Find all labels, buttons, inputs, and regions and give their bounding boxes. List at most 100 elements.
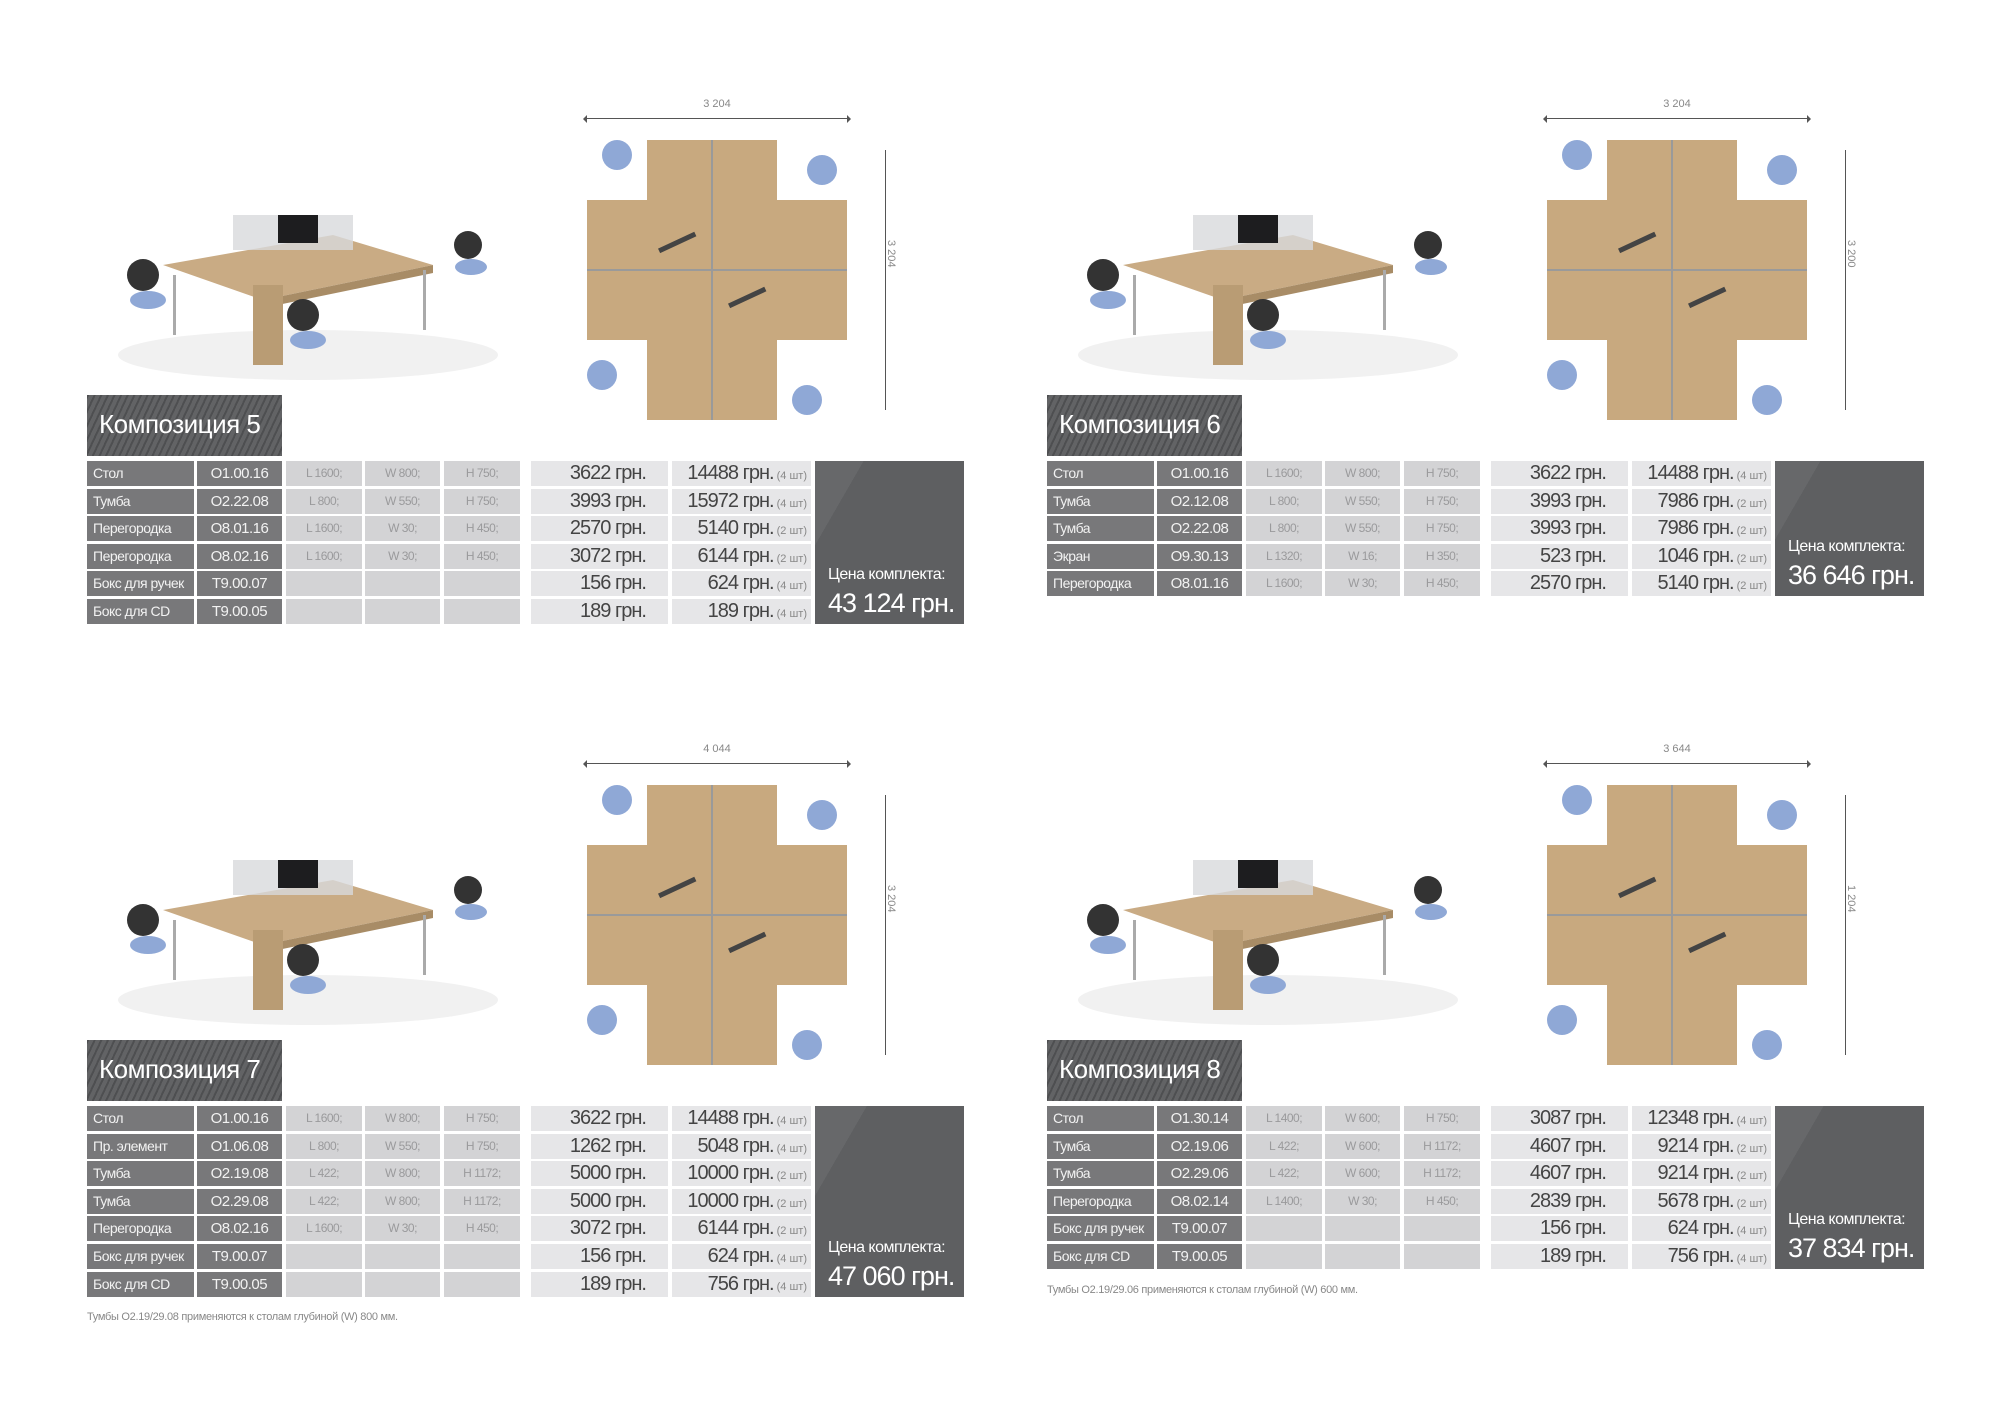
item-height [444, 1271, 520, 1297]
item-height: H 750; [444, 1106, 520, 1131]
composition-title-box: Композиция 8 [1047, 1040, 1242, 1101]
item-quantity: (2 шт) [776, 1197, 807, 1210]
item-unit-price: 156 грн. [531, 1244, 668, 1269]
item-code: O8.02.16 [197, 543, 282, 569]
item-total-price: 624 грн. [707, 572, 775, 595]
item-width: W 800; [365, 1106, 440, 1131]
item-code: O9.30.13 [1157, 543, 1242, 569]
item-quantity: (4 шт) [1736, 1115, 1767, 1127]
item-quantity: (4 шт) [776, 1253, 807, 1265]
item-quantity: (2 шт) [776, 525, 807, 538]
item-total-cell: 10000 грн.(2 шт) [672, 1188, 811, 1214]
dimension-depth-label: 3 204 [885, 885, 897, 913]
set-price-label: Цена комплекта: [828, 1238, 946, 1256]
item-width: W 30; [1325, 571, 1400, 597]
footnote: Тумбы O2.19/29.06 применяются к столам г… [1047, 1283, 1358, 1296]
item-width: W 800; [365, 461, 440, 486]
composition-title: Композиция 6 [1059, 409, 1221, 439]
item-name: Тумба [1047, 516, 1154, 542]
item-height [444, 1244, 520, 1269]
item-width: W 550; [365, 1133, 440, 1159]
item-height: H 1172; [444, 1161, 520, 1187]
item-total-price: 6144 грн. [697, 544, 775, 567]
item-height [1404, 1216, 1480, 1242]
item-code: O1.00.16 [1157, 461, 1242, 486]
item-unit-price: 2570 грн. [1491, 571, 1628, 597]
item-quantity: (4 шт) [776, 1142, 807, 1155]
item-length [1246, 1244, 1322, 1269]
item-total-price: 5678 грн. [1657, 1189, 1735, 1212]
item-total-cell: 12348 грн.(4 шт) [1632, 1106, 1771, 1131]
item-width: W 16; [1325, 543, 1400, 569]
dimension-width-arrow [583, 115, 851, 123]
item-width: W 550; [365, 488, 440, 514]
item-total-price: 15972 грн. [687, 489, 774, 512]
item-total-price: 7986 грн. [1657, 489, 1735, 512]
item-total-cell: 14488 грн.(4 шт) [672, 461, 811, 486]
item-unit-price: 189 грн. [531, 599, 668, 624]
set-price-box: Цена комплекта:47 060 грн. [815, 1106, 964, 1297]
item-name: Стол [1047, 1106, 1154, 1131]
item-name: Пр. элемент [87, 1133, 194, 1159]
item-height: H 450; [444, 543, 520, 569]
item-height: H 750; [1404, 488, 1480, 514]
item-total-cell: 10000 грн.(2 шт) [672, 1161, 811, 1187]
item-quantity: (2 шт) [1736, 1142, 1767, 1155]
item-name: Бокс для CD [1047, 1244, 1154, 1269]
item-height: H 450; [444, 1216, 520, 1242]
item-code: O2.19.06 [1157, 1133, 1242, 1159]
composition-title: Композиция 8 [1059, 1054, 1221, 1084]
item-unit-price: 2839 грн. [1491, 1188, 1628, 1214]
item-width: W 800; [365, 1188, 440, 1214]
set-price-box: Цена комплекта:43 124 грн. [815, 461, 964, 624]
item-height: H 750; [1404, 461, 1480, 486]
item-total-price: 5048 грн. [697, 1134, 775, 1157]
item-quantity: (2 шт) [1736, 1197, 1767, 1210]
item-total-cell: 756 грн.(4 шт) [1632, 1244, 1771, 1269]
item-name: Стол [87, 461, 194, 486]
item-code: O1.06.08 [197, 1133, 282, 1159]
item-length: L 1600; [1246, 461, 1322, 486]
dimension-width-label: 4 044 [703, 743, 731, 755]
item-name: Перегородка [87, 1216, 194, 1242]
item-quantity: (4 шт) [776, 1115, 807, 1127]
item-length: L 1600; [286, 516, 362, 542]
item-total-price: 9214 грн. [1657, 1162, 1735, 1185]
item-width [365, 599, 440, 624]
item-width: W 550; [1325, 488, 1400, 514]
item-quantity: (4 шт) [1736, 1225, 1767, 1238]
item-code: T9.00.07 [197, 1244, 282, 1269]
item-total-price: 189 грн. [707, 600, 775, 622]
item-code: O2.12.08 [1157, 488, 1242, 514]
item-height: H 450; [1404, 1188, 1480, 1214]
set-price-label: Цена комплекта: [1788, 1211, 1906, 1228]
item-total-cell: 6144 грн.(2 шт) [672, 543, 811, 569]
workstation-render-image [103, 155, 513, 385]
set-price-value: 43 124 грн. [828, 588, 955, 618]
item-code: O1.00.16 [197, 461, 282, 486]
item-length [286, 1244, 362, 1269]
item-length: L 1320; [1246, 543, 1322, 569]
item-unit-price: 3072 грн. [531, 1216, 668, 1242]
item-total-price: 14488 грн. [1647, 462, 1734, 484]
item-total-price: 10000 грн. [687, 1162, 774, 1185]
item-quantity: (4 шт) [776, 580, 807, 593]
item-length: L 800; [1246, 488, 1322, 514]
item-quantity: (2 шт) [776, 1225, 807, 1238]
item-length: L 1600; [286, 1216, 362, 1242]
item-quantity: (4 шт) [1736, 1253, 1767, 1265]
item-width: W 600; [1325, 1133, 1400, 1159]
item-code: O8.02.14 [1157, 1188, 1242, 1214]
item-width [1325, 1244, 1400, 1269]
set-price-label: Цена комплекта: [1788, 538, 1906, 556]
workstation-render-image [1063, 800, 1473, 1030]
dimension-depth-label: 1 204 [1845, 885, 1857, 913]
item-quantity: (4 шт) [776, 608, 807, 620]
